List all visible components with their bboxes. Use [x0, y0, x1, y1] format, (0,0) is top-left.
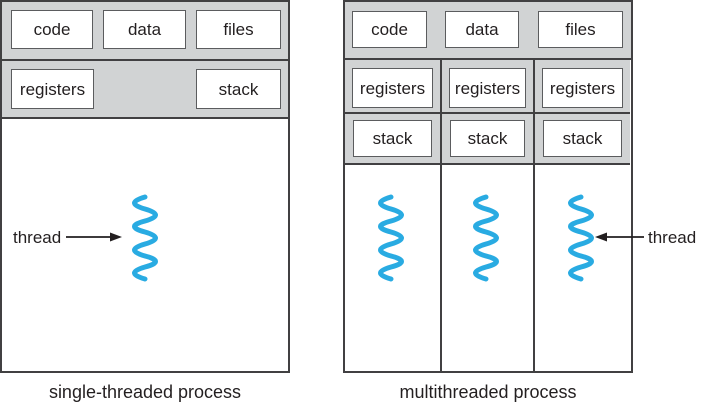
- single-threaded-process-panel: code data files registers stack: [0, 0, 290, 373]
- registers-box: registers: [542, 68, 623, 108]
- thread-label: thread: [13, 228, 62, 247]
- code-box: code: [352, 11, 427, 48]
- registers-cell: registers: [442, 60, 533, 114]
- thread-pointer-arrow-left-icon: [595, 232, 644, 242]
- stack-box: stack: [353, 120, 432, 157]
- data-box: data: [445, 11, 519, 48]
- code-box: code: [11, 10, 93, 49]
- stack-cell: stack: [535, 114, 630, 165]
- stack-box: stack: [450, 120, 525, 157]
- registers-cell: registers: [345, 60, 440, 114]
- thread-context-section: registers stack: [2, 61, 288, 119]
- thread-wave-icon: [132, 194, 158, 282]
- files-box: files: [196, 10, 281, 49]
- stack-cell: stack: [442, 114, 533, 165]
- multithreaded-process-panel: code data files registers stack register…: [343, 0, 633, 373]
- shared-resources-section: code data files: [2, 2, 288, 61]
- stack-box: stack: [543, 120, 622, 157]
- panel-caption-multi: multithreaded process: [399, 382, 577, 402]
- data-box: data: [103, 10, 186, 49]
- thread-wave-icon: [473, 194, 499, 282]
- panel-caption-single: single-threaded process: [48, 382, 242, 402]
- stack-box: stack: [196, 69, 281, 109]
- thread-pointer-arrow-right-icon: [66, 232, 122, 242]
- registers-box: registers: [11, 69, 94, 109]
- files-box: files: [538, 11, 623, 48]
- thread-wave-icon: [378, 194, 404, 282]
- stack-cell: stack: [345, 114, 440, 165]
- registers-box: registers: [449, 68, 526, 108]
- thread-label: thread: [648, 228, 697, 247]
- registers-cell: registers: [535, 60, 630, 114]
- shared-resources-section: code data files: [345, 2, 631, 60]
- registers-box: registers: [352, 68, 433, 108]
- thread-wave-icon: [568, 194, 594, 282]
